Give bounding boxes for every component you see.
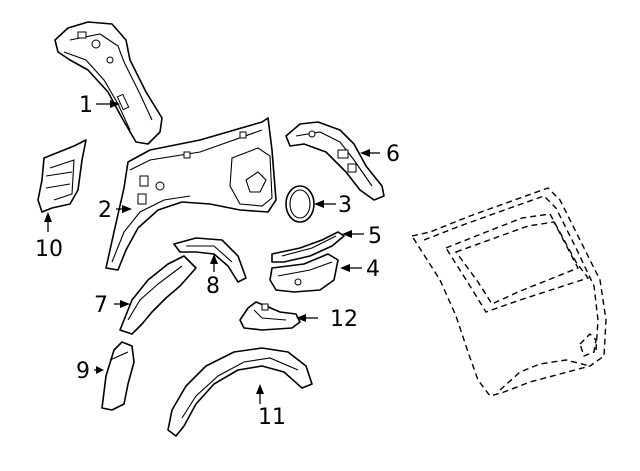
part-7-arch-panel <box>119 255 197 335</box>
callout-2: 2 <box>98 198 112 223</box>
part-5-strip <box>271 231 345 263</box>
part-9-splash-panel <box>101 341 135 411</box>
outer-quarter-panel-outline <box>410 187 607 397</box>
part-4-extension <box>269 253 339 293</box>
part-8-arch-section <box>173 237 247 283</box>
callout-5: 5 <box>368 224 382 249</box>
callout-8: 8 <box>206 274 220 299</box>
callout-3: 3 <box>338 193 352 218</box>
part-10-bracket <box>37 139 87 213</box>
callout-leaders <box>44 100 380 404</box>
callout-6: 6 <box>386 142 400 167</box>
callout-12: 12 <box>330 307 358 332</box>
part-2-quarter-inner-panel <box>105 117 277 271</box>
part-6-upper-rail <box>285 121 385 201</box>
callout-9: 9 <box>76 359 90 384</box>
part-12-bracket <box>239 301 301 331</box>
callout-10: 10 <box>35 237 63 262</box>
part-11-wheelhouse-liner <box>167 347 313 437</box>
callout-7: 7 <box>94 293 108 318</box>
part-1-pillar <box>54 21 163 145</box>
part-3-filler-ring <box>285 185 315 223</box>
callout-11: 11 <box>258 405 286 430</box>
callout-4: 4 <box>366 257 380 282</box>
callout-1: 1 <box>79 93 93 118</box>
